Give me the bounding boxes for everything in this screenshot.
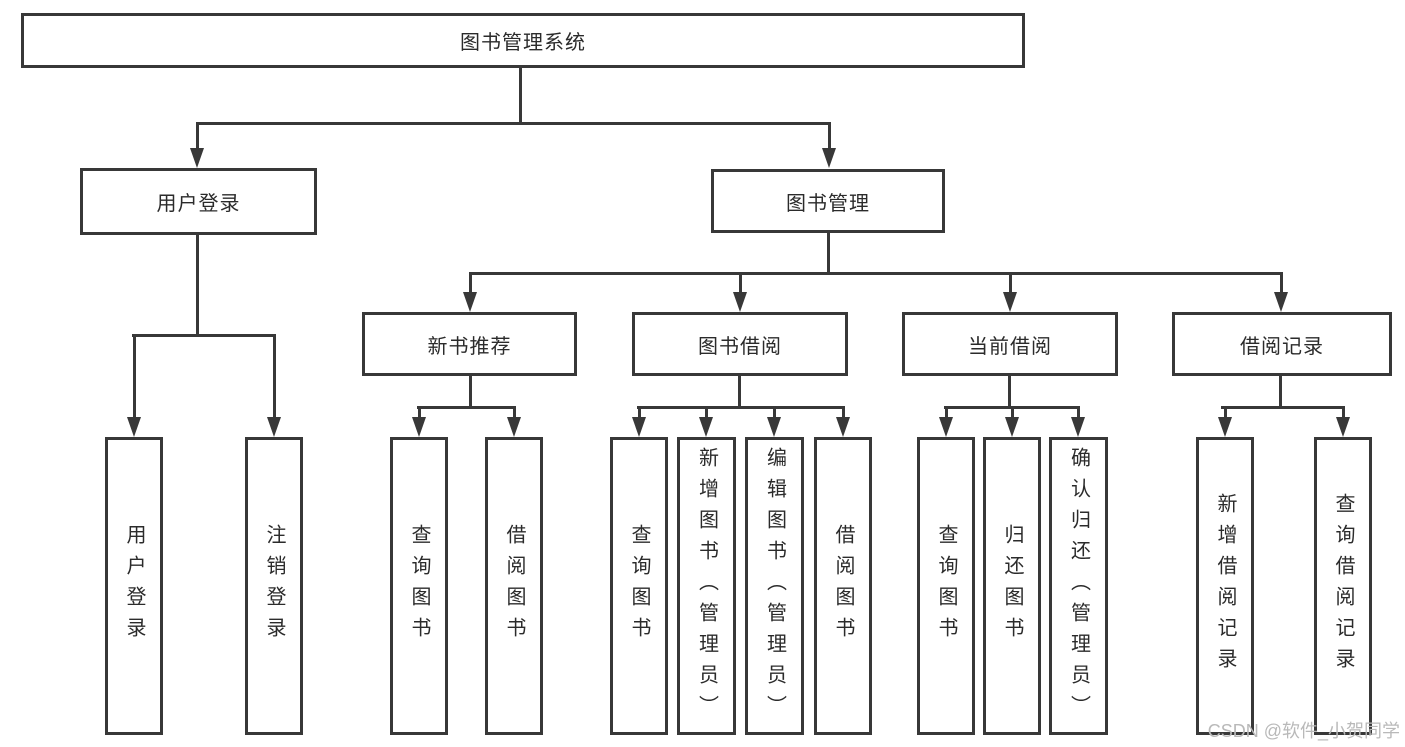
watermark: CSDN @软件_小贺同学 (1207, 721, 1400, 741)
leaf-return-books: 归还图书 (983, 437, 1041, 735)
connector-line (513, 406, 516, 419)
leaf-edit-book-admin: 编辑图书（管理员） (745, 437, 804, 735)
connector-line (945, 406, 948, 419)
connector-line (1011, 406, 1014, 419)
leaf-label: 注销登录 (263, 524, 285, 648)
connector-line (469, 376, 472, 408)
connector-line (417, 406, 516, 409)
arrow-down (1003, 292, 1017, 312)
leaf-borrow-books: 借阅图书 (485, 437, 543, 735)
arrow-down (939, 417, 953, 437)
leaf-borrow-books: 借阅图书 (814, 437, 872, 735)
arrow-down (267, 417, 281, 437)
arrow-down (463, 292, 477, 312)
arrow-down (1071, 417, 1085, 437)
connector-line (196, 235, 199, 336)
leaf-label: 确认归还（管理员） (1067, 446, 1090, 726)
arrow-down (767, 417, 781, 437)
leaf-user-login: 用户登录 (105, 437, 163, 735)
connector-line (738, 376, 741, 408)
leaf-label: 归还图书 (1001, 524, 1023, 648)
leaf-add-borrow-record: 新增借阅记录 (1196, 437, 1254, 735)
node-book-borrowing: 图书借阅 (632, 312, 848, 376)
leaf-query-borrow-record: 查询借阅记录 (1314, 437, 1372, 735)
arrow-down (190, 148, 204, 168)
connector-line (133, 334, 136, 419)
connector-line (1224, 406, 1227, 419)
connector-line (1221, 406, 1345, 409)
leaf-label: 查询图书 (935, 524, 957, 648)
leaf-label: 新增借阅记录 (1214, 493, 1236, 679)
node-library-management-system: 图书管理系统 (21, 13, 1025, 68)
leaf-label: 查询图书 (408, 524, 430, 648)
arrow-down (822, 148, 836, 168)
arrow-down (1005, 417, 1019, 437)
connector-line (1008, 376, 1011, 408)
leaf-confirm-return-admin: 确认归还（管理员） (1049, 437, 1108, 735)
connector-line (1077, 406, 1080, 419)
connector-line (637, 406, 845, 409)
connector-line (828, 122, 831, 150)
leaf-label: 用户登录 (123, 524, 145, 648)
connector-line (1009, 272, 1012, 294)
connector-line (196, 122, 830, 125)
leaf-query-books: 查询图书 (610, 437, 668, 735)
arrow-down (127, 417, 141, 437)
arrow-down (412, 417, 426, 437)
leaf-logout: 注销登录 (245, 437, 303, 735)
node-new-book-recommendation: 新书推荐 (362, 312, 577, 376)
arrow-down (1274, 292, 1288, 312)
arrow-down (699, 417, 713, 437)
node-current-borrowing: 当前借阅 (902, 312, 1118, 376)
arrow-down (733, 292, 747, 312)
connector-line (638, 406, 641, 419)
leaf-label: 查询借阅记录 (1332, 493, 1354, 679)
leaf-label: 查询图书 (628, 524, 650, 648)
leaf-add-book-admin: 新增图书（管理员） (677, 437, 736, 735)
arrow-down (1218, 417, 1232, 437)
connector-line (132, 334, 275, 337)
connector-line (739, 272, 742, 294)
arrow-down (632, 417, 646, 437)
connector-line (842, 406, 845, 419)
node-book-management: 图书管理 (711, 169, 945, 233)
arrow-down (836, 417, 850, 437)
leaf-label: 借阅图书 (832, 524, 854, 648)
leaf-label: 借阅图书 (503, 524, 525, 648)
node-user-login: 用户登录 (80, 168, 317, 235)
leaf-label: 编辑图书（管理员） (763, 446, 786, 726)
connector-line (773, 406, 776, 419)
connector-line (705, 406, 708, 419)
node-borrowing-records: 借阅记录 (1172, 312, 1392, 376)
leaf-query-books: 查询图书 (917, 437, 975, 735)
connector-line (196, 122, 199, 150)
connector-line (827, 232, 830, 274)
connector-line (273, 334, 276, 419)
arrow-down (1336, 417, 1350, 437)
arrow-down (507, 417, 521, 437)
connector-line (469, 272, 1282, 275)
leaf-label: 新增图书（管理员） (695, 446, 718, 726)
leaf-query-books: 查询图书 (390, 437, 448, 735)
connector-line (1280, 272, 1283, 294)
connector-line (418, 406, 421, 419)
connector-line (469, 272, 472, 294)
connector-line (519, 68, 522, 125)
connector-line (1342, 406, 1345, 419)
connector-line (1279, 376, 1282, 408)
